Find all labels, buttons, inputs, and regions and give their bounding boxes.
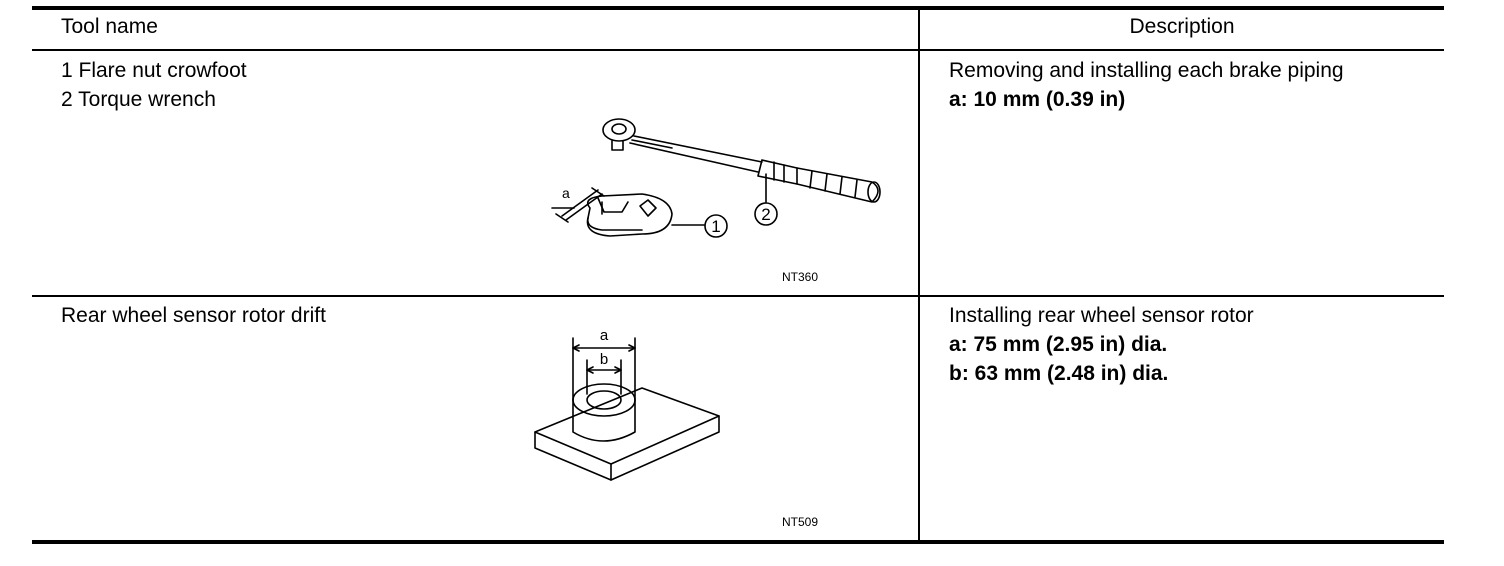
tool-line: 1 Flare nut crowfoot bbox=[61, 59, 247, 82]
row2-description: Installing rear wheel sensor rotor a: 75… bbox=[949, 301, 1254, 388]
tool-line: Rear wheel sensor rotor drift bbox=[61, 304, 326, 327]
table-top-rule bbox=[32, 6, 1444, 10]
spec-line: a: 10 mm (0.39 in) bbox=[949, 88, 1126, 111]
description-line: Installing rear wheel sensor rotor bbox=[949, 304, 1254, 327]
dimension-b-label: b bbox=[600, 351, 608, 368]
figure-code: NT360 bbox=[782, 270, 819, 284]
description-line: Removing and installing each brake pipin… bbox=[949, 59, 1344, 82]
spec-line: a: 75 mm (2.95 in) dia. bbox=[949, 333, 1168, 356]
callout-1-label: 1 bbox=[711, 217, 720, 236]
tool-line: 2 Torque wrench bbox=[61, 88, 216, 111]
spec-line: b: 63 mm (2.48 in) dia. bbox=[949, 362, 1169, 385]
dimension-a-label: a bbox=[562, 185, 570, 201]
figure-code: NT509 bbox=[782, 515, 819, 529]
callout-2-label: 2 bbox=[761, 205, 770, 224]
dimension-a-label: a bbox=[600, 327, 609, 344]
row1-description: Removing and installing each brake pipin… bbox=[949, 56, 1344, 114]
table-bottom-rule bbox=[32, 540, 1444, 544]
header-tool-name: Tool name bbox=[61, 15, 158, 38]
row-divider-rule bbox=[32, 295, 1444, 297]
column-divider bbox=[918, 8, 920, 541]
row2-tool-name: Rear wheel sensor rotor drift bbox=[61, 301, 326, 330]
header-bottom-rule bbox=[32, 49, 1444, 51]
row1-tool-name: 1 Flare nut crowfoot 2 Torque wrench bbox=[61, 56, 247, 114]
flare-nut-crowfoot-torque-wrench-figure: 1 2 a bbox=[551, 118, 881, 238]
rear-wheel-sensor-rotor-drift-figure: a b bbox=[534, 327, 720, 481]
header-description: Description bbox=[1129, 15, 1235, 38]
